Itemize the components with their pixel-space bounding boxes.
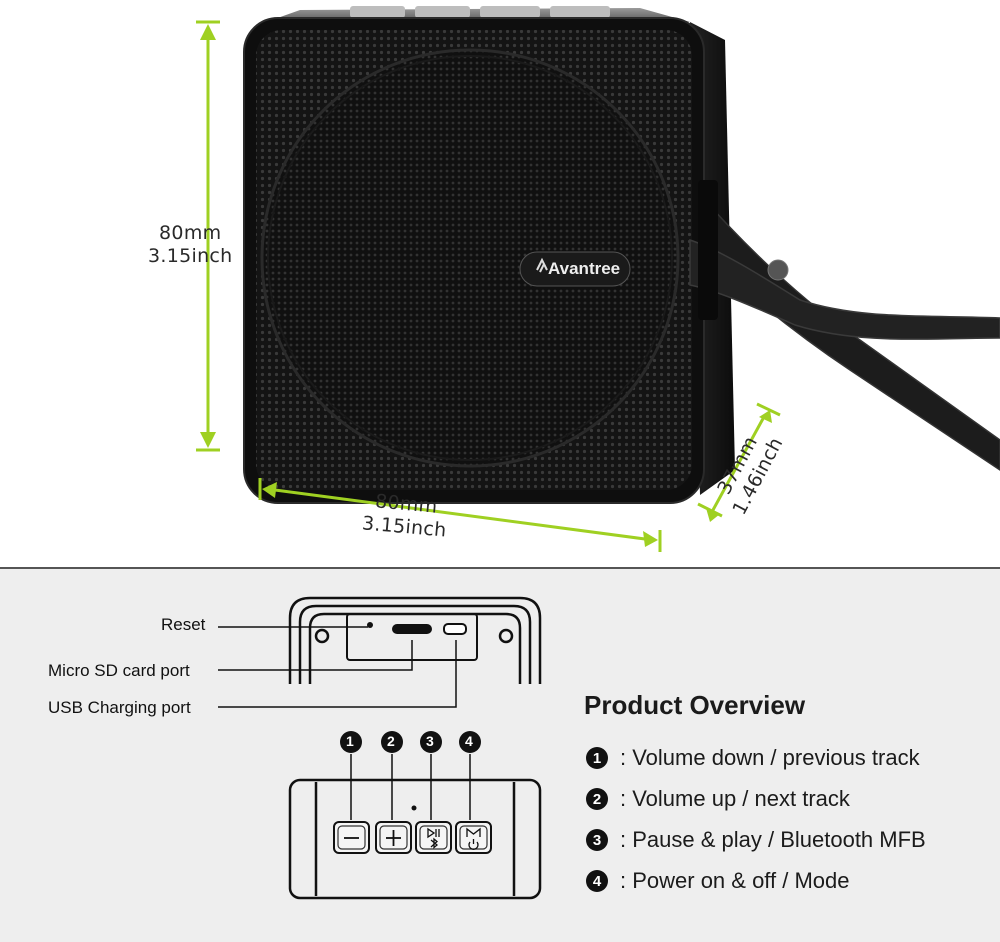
overview-item-2: 2 : Volume up / next track: [586, 786, 850, 812]
width-arrow: [258, 478, 662, 552]
usb-charging-label: USB Charging port: [48, 698, 191, 717]
overview-item-1: 1 : Volume down / previous track: [586, 745, 920, 771]
reset-label: Reset: [161, 615, 206, 634]
speaker-photo-section: Avantree 80mm 3.15inch 80mm 3.15inch 37m…: [148, 6, 1000, 552]
overview-text-1: : Volume down / previous track: [620, 745, 920, 770]
callout-4-number: 4: [465, 733, 473, 749]
speaker-illustration: [196, 6, 1000, 552]
callout-2-number: 2: [387, 733, 395, 749]
callout-1-number: 1: [346, 733, 354, 749]
height-label: 80mm 3.15inch: [148, 222, 233, 268]
overview-number-1-icon: 1: [586, 747, 608, 769]
brand-leaf-icon: [536, 257, 548, 273]
overview-number-3-icon: 3: [586, 829, 608, 851]
overview-text-2: : Volume up / next track: [620, 786, 850, 811]
height-inch: 3.15inch: [148, 245, 233, 267]
overview-number-4-icon: 4: [586, 870, 608, 892]
overview-item-4: 4 : Power on & off / Mode: [586, 868, 850, 894]
brand-logo-text: Avantree: [548, 259, 621, 278]
overview-number-2-icon: 2: [586, 788, 608, 810]
callout-3-number: 3: [426, 733, 434, 749]
height-arrow: [196, 20, 220, 452]
brand-badge: [519, 251, 631, 287]
strap-rivet-icon: [767, 259, 789, 281]
micro-sd-label: Micro SD card port: [48, 661, 190, 680]
overview-text-3: : Pause & play / Bluetooth MFB: [620, 827, 926, 852]
overview-item-3: 3 : Pause & play / Bluetooth MFB: [586, 827, 926, 853]
width-label: 80mm 3.15inch: [361, 489, 449, 542]
height-mm: 80mm: [159, 222, 222, 244]
depth-arrow: [697, 402, 781, 522]
overview-title: Product Overview: [584, 690, 806, 720]
overview-text-4: : Power on & off / Mode: [620, 868, 850, 893]
speaker-driver-grille: [260, 48, 680, 468]
